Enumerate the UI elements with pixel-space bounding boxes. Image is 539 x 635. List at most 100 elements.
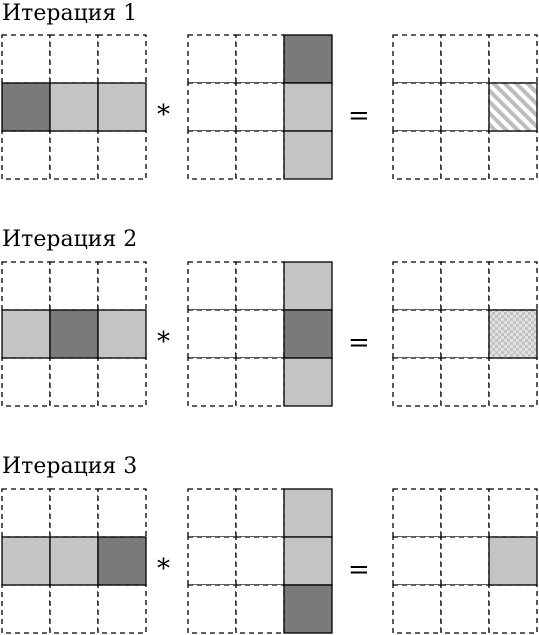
iteration-1-result-matrix-cell-r3-c2-empty — [440, 130, 490, 180]
iteration-1-left-matrix — [1, 34, 147, 180]
iteration-2-result-matrix-cell-r3-c2-empty — [440, 357, 490, 407]
iteration-2-result-matrix-cell-r2-c3-checker — [488, 309, 538, 359]
iteration-3-middle-matrix-cell-r1-c1-empty — [187, 488, 237, 538]
iteration-3-equals-sign: = — [348, 555, 370, 585]
iteration-2-left-matrix — [1, 261, 147, 407]
iteration-2-middle-matrix-cell-r1-c3-light — [283, 261, 333, 311]
iteration-2-multiply-sign: * — [157, 327, 170, 357]
iteration-1-left-matrix-cell-r3-c1-empty — [1, 130, 51, 180]
iteration-1-left-matrix-cell-r2-c2-light — [49, 82, 99, 132]
iteration-1-left-matrix-cell-r2-c1-dark — [1, 82, 51, 132]
iteration-3: Итерация 3 * = — [1, 454, 538, 634]
iteration-2-middle-matrix-cell-r1-c2-empty — [235, 261, 285, 311]
iteration-1: Итерация 1 * = — [1, 1, 538, 180]
iteration-1-result-matrix-cell-r3-c3-empty — [488, 130, 538, 180]
iteration-1-middle-matrix-cell-r1-c3-dark — [283, 34, 333, 84]
iteration-1-equals-sign: = — [348, 101, 370, 131]
iteration-3-result-matrix-cell-r1-c1-empty — [392, 488, 442, 538]
iteration-3-result-matrix-cell-r2-c2-empty — [440, 536, 490, 586]
iteration-1-left-matrix-cell-r3-c3-empty — [97, 130, 147, 180]
iteration-1-result-matrix-cell-r1-c1-empty — [392, 34, 442, 84]
iteration-3-left-matrix-cell-r1-c2-empty — [49, 488, 99, 538]
iteration-1-result-matrix-cell-r1-c3-empty — [488, 34, 538, 84]
iteration-2-result-matrix-cell-r1-c3-empty — [488, 261, 538, 311]
iteration-3-middle-matrix-cell-r2-c3-light — [283, 536, 333, 586]
iteration-2-result-matrix-cell-r1-c1-empty — [392, 261, 442, 311]
iteration-3-left-matrix-cell-r2-c3-dark — [97, 536, 147, 586]
iteration-2-left-matrix-cell-r3-c1-empty — [1, 357, 51, 407]
iteration-2-left-matrix-cell-r3-c2-empty — [49, 357, 99, 407]
iteration-1-result-matrix-cell-r3-c1-empty — [392, 130, 442, 180]
iteration-3-middle-matrix-cell-r3-c2-empty — [235, 584, 285, 634]
iteration-1-result-matrix — [392, 34, 538, 180]
iteration-3-result-matrix-cell-r3-c2-empty — [440, 584, 490, 634]
iteration-2-middle-matrix-cell-r3-c2-empty — [235, 357, 285, 407]
iteration-1-result-matrix-cell-r2-c3-hatch — [488, 82, 538, 132]
iteration-1-middle-matrix-cell-r3-c3-light — [283, 130, 333, 180]
iteration-1-middle-matrix-cell-r2-c1-empty — [187, 82, 237, 132]
iteration-2-middle-matrix-cell-r2-c2-empty — [235, 309, 285, 359]
iteration-2-middle-matrix-cell-r3-c3-light — [283, 357, 333, 407]
iteration-2-middle-matrix-cell-r2-c1-empty — [187, 309, 237, 359]
iteration-3-title: Итерация 3 — [2, 454, 137, 479]
iteration-1-left-matrix-cell-r3-c2-empty — [49, 130, 99, 180]
iteration-1-middle-matrix — [187, 34, 333, 180]
iteration-3-left-matrix-cell-r1-c3-empty — [97, 488, 147, 538]
iteration-2-middle-matrix-cell-r3-c1-empty — [187, 357, 237, 407]
iteration-2-title: Итерация 2 — [2, 227, 137, 252]
iteration-3-left-matrix-cell-r3-c1-empty — [1, 584, 51, 634]
iteration-1-middle-matrix-cell-r3-c1-empty — [187, 130, 237, 180]
iteration-2-left-matrix-cell-r2-c3-light — [97, 309, 147, 359]
iteration-3-middle-matrix-cell-r3-c1-empty — [187, 584, 237, 634]
iteration-1-left-matrix-cell-r1-c1-empty — [1, 34, 51, 84]
iteration-3-left-matrix-cell-r2-c2-light — [49, 536, 99, 586]
iteration-2-middle-matrix-cell-r2-c3-dark — [283, 309, 333, 359]
iteration-2: Итерация 2 * = — [1, 227, 538, 407]
iteration-2-left-matrix-cell-r2-c2-dark — [49, 309, 99, 359]
iteration-3-result-matrix-cell-r3-c3-empty — [488, 584, 538, 634]
iteration-2-result-matrix-cell-r2-c1-empty — [392, 309, 442, 359]
iteration-1-result-matrix-cell-r1-c2-empty — [440, 34, 490, 84]
iteration-3-result-matrix-cell-r2-c1-empty — [392, 536, 442, 586]
iteration-1-middle-matrix-cell-r2-c2-empty — [235, 82, 285, 132]
iteration-1-middle-matrix-cell-r1-c2-empty — [235, 34, 285, 84]
iteration-3-middle-matrix-cell-r3-c3-dark — [283, 584, 333, 634]
iteration-2-result-matrix-cell-r3-c1-empty — [392, 357, 442, 407]
iteration-3-result-matrix-cell-r3-c1-empty — [392, 584, 442, 634]
iteration-3-left-matrix-cell-r3-c3-empty — [97, 584, 147, 634]
iteration-1-title: Итерация 1 — [2, 1, 137, 26]
iteration-3-left-matrix-cell-r1-c1-empty — [1, 488, 51, 538]
iteration-2-left-matrix-cell-r1-c3-empty — [97, 261, 147, 311]
iteration-1-middle-matrix-cell-r2-c3-light — [283, 82, 333, 132]
iteration-2-left-matrix-cell-r3-c3-empty — [97, 357, 147, 407]
iteration-1-middle-matrix-cell-r3-c2-empty — [235, 130, 285, 180]
iteration-2-left-matrix-cell-r1-c2-empty — [49, 261, 99, 311]
iteration-1-multiply-sign: * — [157, 100, 170, 130]
iteration-2-left-matrix-cell-r2-c1-light — [1, 309, 51, 359]
iteration-1-result-matrix-cell-r2-c1-empty — [392, 82, 442, 132]
iteration-3-result-matrix-cell-r1-c3-empty — [488, 488, 538, 538]
iteration-1-left-matrix-cell-r1-c3-empty — [97, 34, 147, 84]
iteration-3-result-matrix — [392, 488, 538, 634]
iteration-3-middle-matrix-cell-r1-c3-light — [283, 488, 333, 538]
iteration-2-left-matrix-cell-r1-c1-empty — [1, 261, 51, 311]
iteration-3-result-matrix-cell-r2-c3-light — [488, 536, 538, 586]
iteration-3-multiply-sign: * — [157, 554, 170, 584]
iteration-1-result-matrix-cell-r2-c2-empty — [440, 82, 490, 132]
iteration-2-result-matrix-cell-r2-c2-empty — [440, 309, 490, 359]
iteration-1-left-matrix-cell-r2-c3-light — [97, 82, 147, 132]
iteration-2-middle-matrix — [187, 261, 333, 407]
iteration-1-left-matrix-cell-r1-c2-empty — [49, 34, 99, 84]
iteration-3-result-matrix-cell-r1-c2-empty — [440, 488, 490, 538]
iteration-2-equals-sign: = — [348, 328, 370, 358]
iteration-2-result-matrix — [392, 261, 538, 407]
iteration-1-middle-matrix-cell-r1-c1-empty — [187, 34, 237, 84]
iteration-3-left-matrix-cell-r3-c2-empty — [49, 584, 99, 634]
iteration-3-middle-matrix-cell-r2-c1-empty — [187, 536, 237, 586]
iteration-2-result-matrix-cell-r1-c2-empty — [440, 261, 490, 311]
iteration-3-middle-matrix — [187, 488, 333, 634]
iteration-2-result-matrix-cell-r3-c3-empty — [488, 357, 538, 407]
iteration-3-left-matrix — [1, 488, 147, 634]
iteration-3-middle-matrix-cell-r2-c2-empty — [235, 536, 285, 586]
